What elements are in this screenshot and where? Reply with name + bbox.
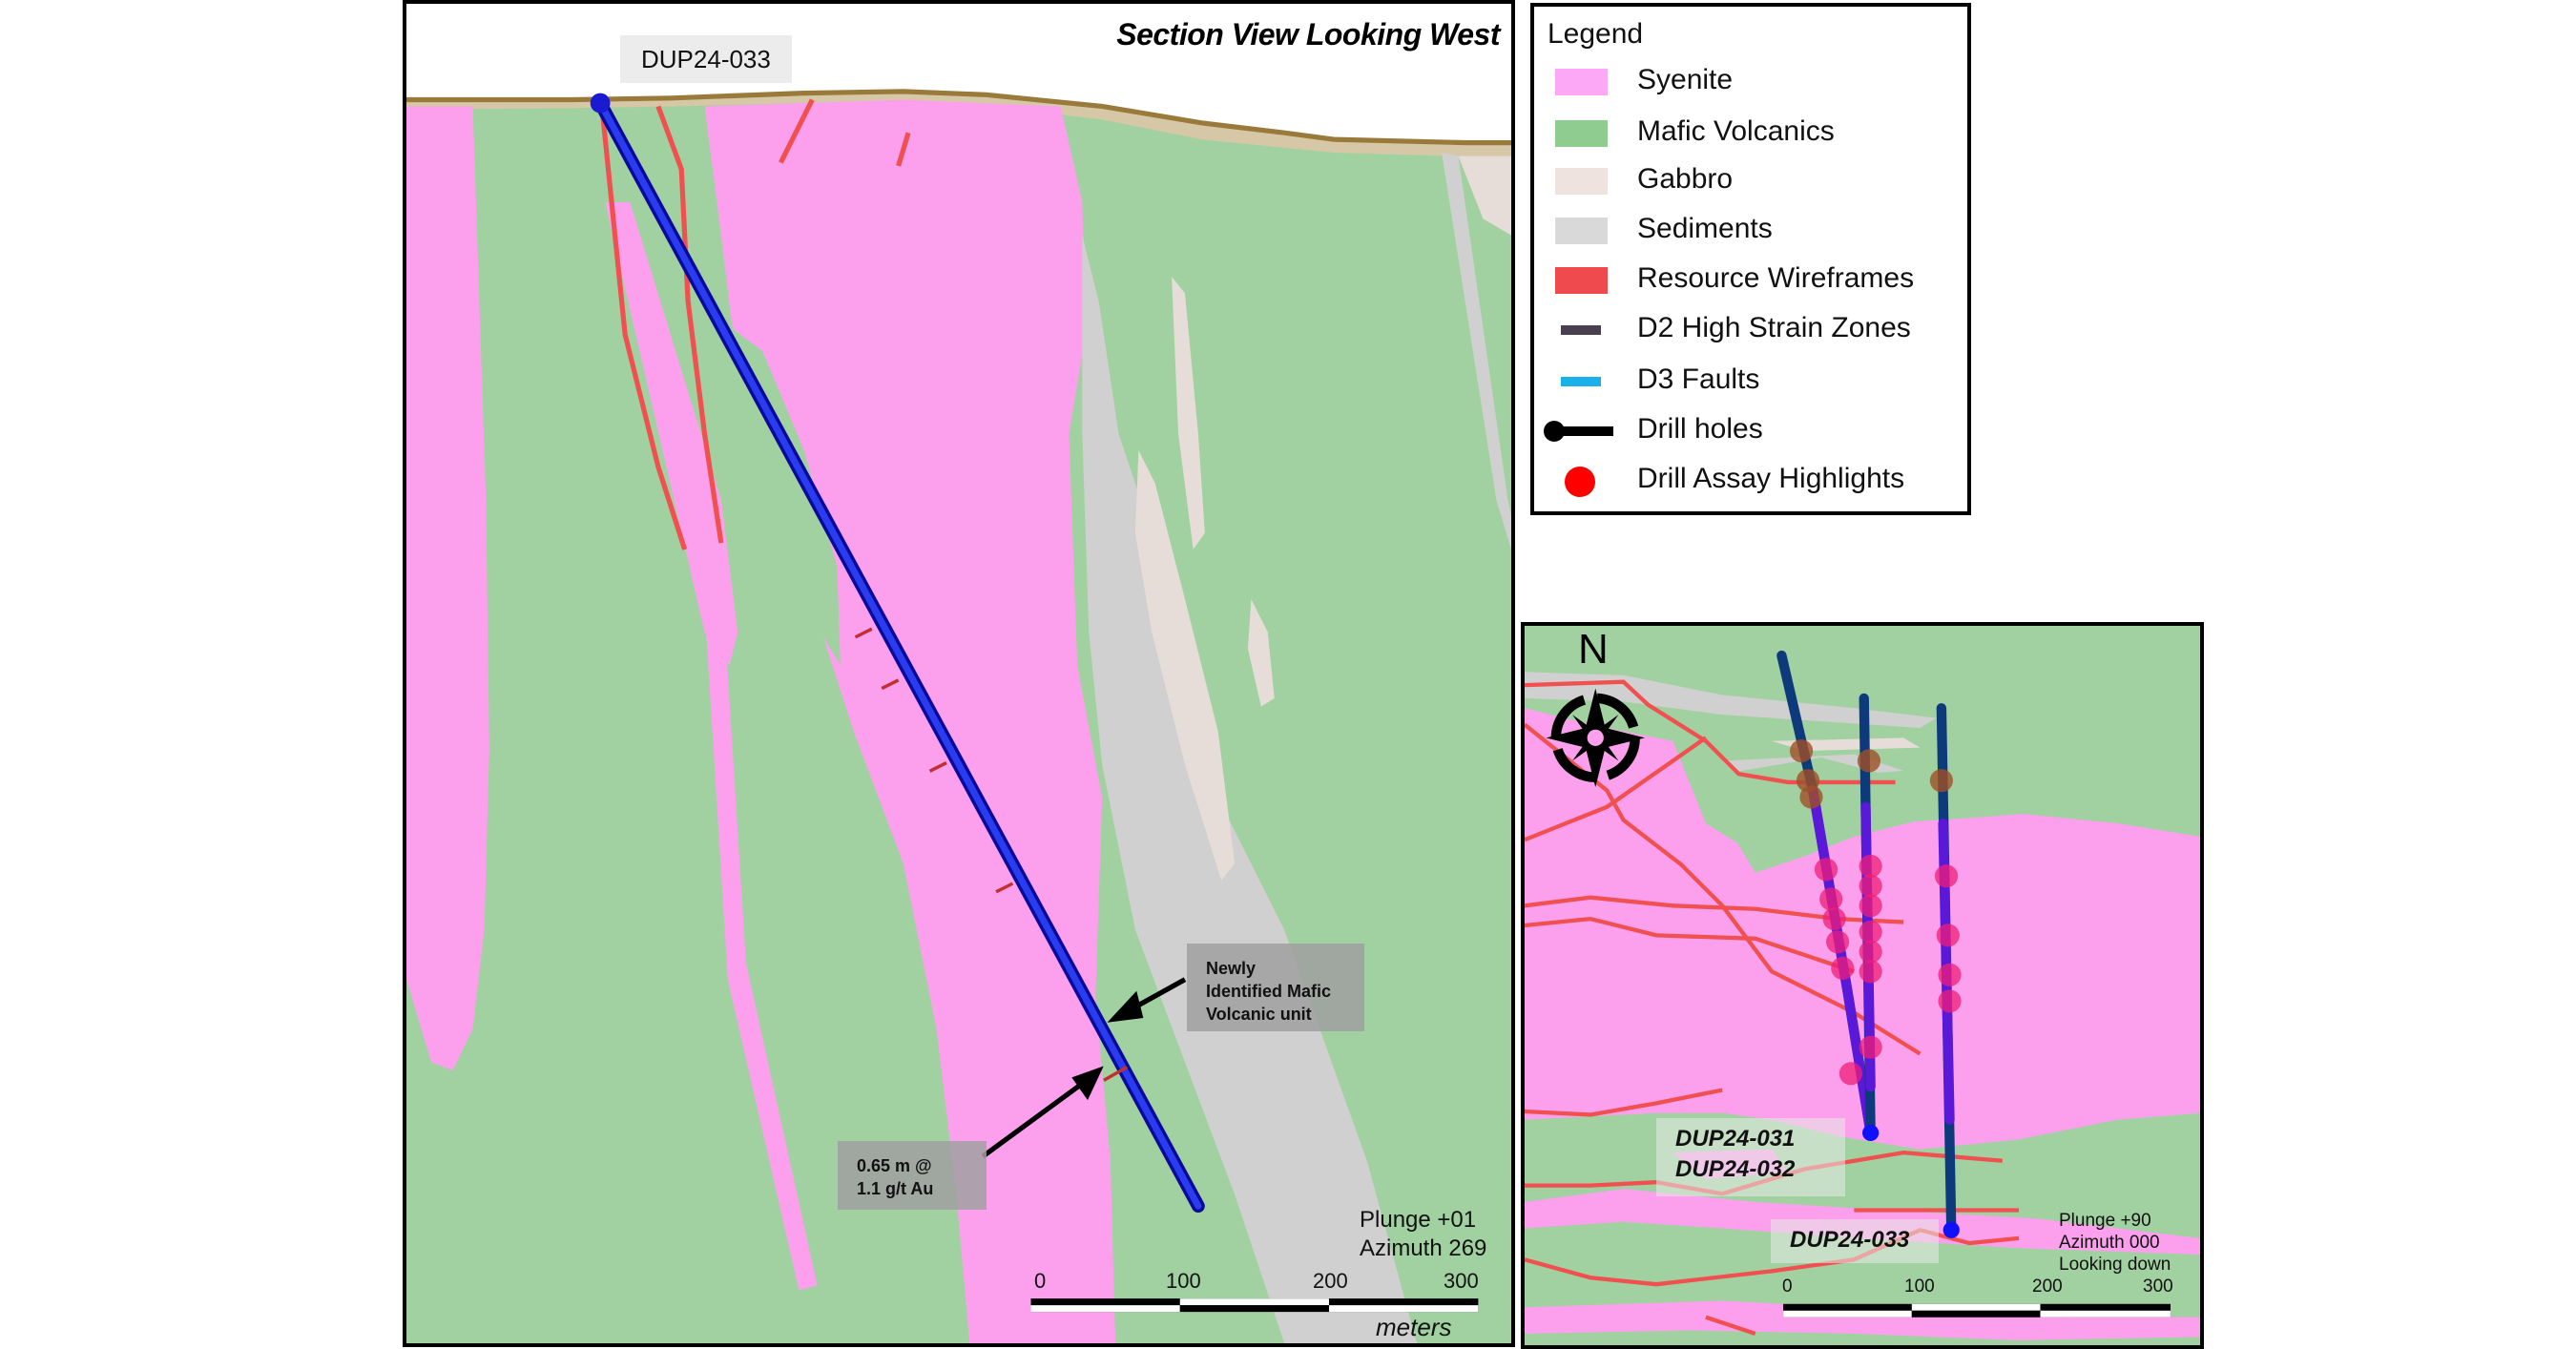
legend-item-d2-high-strain-zones: D2 High Strain Zones: [1534, 308, 1967, 354]
legend-item-syenite: Syenite: [1534, 60, 1967, 106]
compass-rose-icon: [1546, 688, 1646, 788]
drill-hole-pin-icon: [1544, 421, 1613, 442]
scale-tick: 200: [2032, 1276, 2063, 1297]
syenite-swatch-icon: [1555, 69, 1608, 95]
hole-label-line: DUP24-033: [1790, 1227, 1910, 1253]
section-geology-map: [406, 4, 1511, 1343]
plunge-label: Plunge +90: [2059, 1211, 2151, 1231]
scale-tick: 200: [1313, 1269, 1348, 1293]
legend-label: Gabbro: [1637, 163, 1734, 195]
legend-title: Legend: [1548, 18, 1644, 50]
d2-high-strain-line-icon: [1561, 325, 1601, 335]
legend-label: Mafic Volcanics: [1637, 115, 1835, 147]
scale-unit: meters: [1376, 1313, 1452, 1341]
section-title: Section View Looking West: [1116, 17, 1500, 52]
scale-tick: 100: [1166, 1269, 1201, 1293]
legend-item-sediments: Sediments: [1534, 209, 1967, 255]
plan-view-orientation: Plunge +90 Azimuth 000 Looking down: [2059, 1210, 2171, 1276]
north-arrow-label: N: [1578, 626, 1609, 673]
annotation-line: Newly: [1206, 959, 1257, 978]
legend-label: D3 Faults: [1637, 363, 1760, 395]
section-view-orientation: Plunge +01 Azimuth 269: [1360, 1206, 1486, 1263]
annotation-assay-result: 0.65 m @ 1.1 g/t Au: [838, 1141, 987, 1210]
annotation-mafic-unit: Newly Identified Mafic Volcanic unit: [1187, 944, 1364, 1031]
legend-label: Resource Wireframes: [1637, 262, 1915, 294]
resource-wireframes-swatch-icon: [1555, 267, 1608, 294]
annotation-line: 1.1 g/t Au: [857, 1179, 934, 1198]
annotation-line: Volcanic unit: [1206, 1005, 1312, 1024]
assay-highlight-dot-icon: [1565, 467, 1595, 497]
azimuth-label: Azimuth 269: [1360, 1235, 1487, 1261]
legend-label: Sediments: [1637, 213, 1773, 244]
looking-label: Looking down: [2059, 1255, 2171, 1275]
legend-item-drill-assay-highlights: Drill Assay Highlights: [1534, 459, 1967, 505]
legend-item-drill-holes: Drill holes: [1534, 409, 1967, 455]
drillhole-label: DUP24-033: [620, 35, 792, 83]
legend-label: Drill holes: [1637, 413, 1763, 445]
gabbro-swatch-icon: [1555, 168, 1608, 195]
legend-item-d3-faults: D3 Faults: [1534, 360, 1967, 405]
legend-item-resource-wireframes: Resource Wireframes: [1534, 259, 1967, 304]
sediments-swatch-icon: [1555, 218, 1608, 244]
legend-label: D2 High Strain Zones: [1637, 312, 1911, 343]
scale-tick: 300: [1444, 1269, 1479, 1293]
plan-view-panel: N DUP24-031 DUP24-032 DUP24-033 Plunge +…: [1521, 622, 2204, 1349]
section-view-panel: Section View Looking West DUP24-033 Newl…: [403, 0, 1515, 1347]
legend-item-mafic-volcanics: Mafic Volcanics: [1534, 112, 1967, 157]
annotation-line: 0.65 m @: [857, 1156, 932, 1175]
legend-label: Syenite: [1637, 64, 1734, 95]
d3-fault-line-icon: [1561, 377, 1601, 386]
scale-tick: 0: [1782, 1276, 1793, 1297]
scale-tick: 300: [2143, 1276, 2173, 1297]
legend-label: Drill Assay Highlights: [1637, 463, 1905, 494]
plan-hole-label-031-032: DUP24-031 DUP24-032: [1656, 1118, 1845, 1196]
hole-label-line: DUP24-032: [1675, 1156, 1796, 1182]
legend-item-gabbro: Gabbro: [1534, 159, 1967, 205]
plunge-label: Plunge +01: [1360, 1207, 1477, 1233]
mafic-volcanics-swatch-icon: [1555, 120, 1608, 147]
scale-tick: 0: [1034, 1269, 1047, 1293]
plan-hole-label-033: DUP24-033: [1771, 1219, 1939, 1263]
legend-panel: Legend Syenite Mafic Volcanics Gabbro Se…: [1530, 3, 1971, 515]
annotation-line: Identified Mafic: [1206, 982, 1332, 1001]
azimuth-label: Azimuth 000: [2059, 1233, 2160, 1253]
scale-tick: 100: [1904, 1276, 1935, 1297]
hole-label-line: DUP24-031: [1675, 1126, 1796, 1152]
